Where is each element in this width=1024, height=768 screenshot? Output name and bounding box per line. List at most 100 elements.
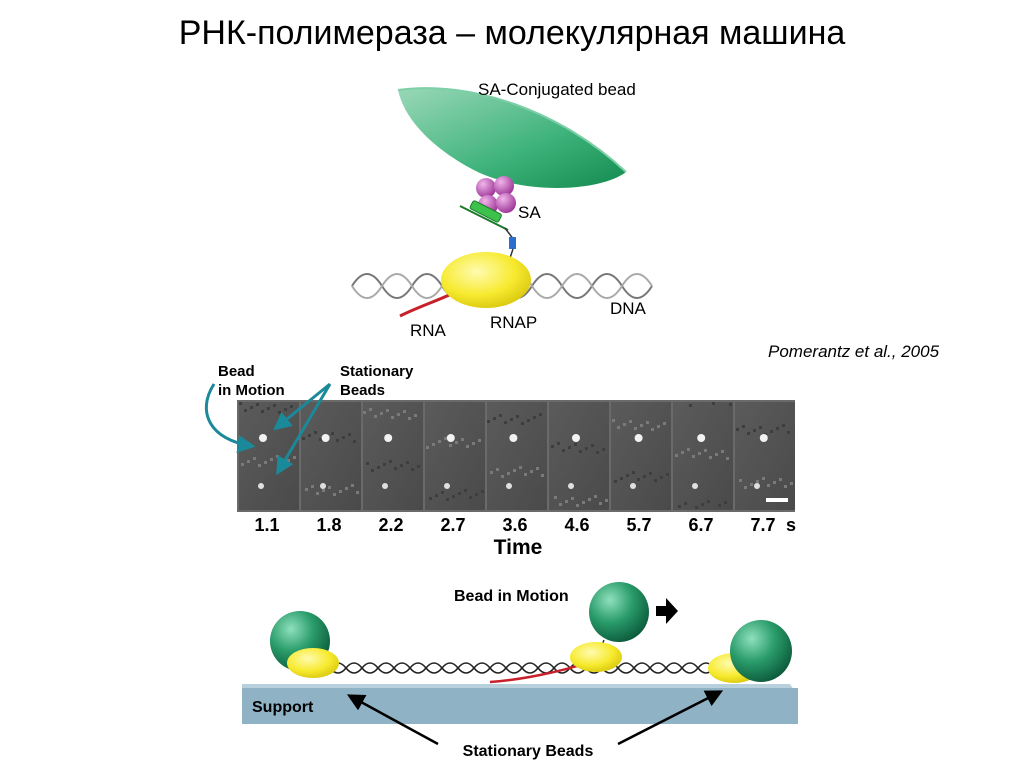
noise-speckle — [521, 422, 524, 425]
bead-spot-moving — [259, 434, 267, 442]
noise-speckle — [406, 461, 409, 464]
bead-in-motion-label: Bead in Motion — [454, 588, 569, 605]
noise-speckle — [351, 484, 354, 487]
noise-speckle — [464, 489, 467, 492]
noise-speckle — [643, 475, 646, 478]
noise-speckle — [568, 446, 571, 449]
bead-spot-stationary — [506, 483, 512, 489]
noise-speckle — [704, 449, 707, 452]
noise-speckle — [718, 504, 721, 507]
sa-label: SA — [518, 203, 541, 222]
bead-in-motion-label-line2: in Motion — [218, 382, 285, 399]
noise-speckle — [574, 443, 577, 446]
noise-speckle — [339, 490, 342, 493]
noise-speckle — [516, 415, 519, 418]
noise-speckle — [767, 484, 770, 487]
noise-speckle — [371, 469, 374, 472]
noise-speckle — [481, 490, 484, 493]
noise-speckle — [756, 480, 759, 483]
microscopy-frame — [363, 402, 423, 510]
noise-speckle — [519, 466, 522, 469]
noise-speckle — [391, 416, 394, 419]
noise-speckle — [408, 417, 411, 420]
noise-speckle — [403, 410, 406, 413]
bottom-diagram: Support Bead in Motion Stationary Beads — [242, 582, 798, 760]
noise-speckle — [386, 409, 389, 412]
noise-speckle — [258, 464, 261, 467]
noise-speckle — [579, 450, 582, 453]
noise-speckle — [305, 488, 308, 491]
noise-speckle — [261, 410, 264, 413]
noise-speckle — [541, 474, 544, 477]
stationary-label-line2: Beads — [340, 382, 385, 399]
noise-speckle — [348, 433, 351, 436]
noise-speckle — [438, 440, 441, 443]
noise-speckle — [276, 455, 279, 458]
noise-speckle — [287, 459, 290, 462]
bead-spot-moving — [509, 434, 518, 442]
bead-spot-moving — [572, 434, 580, 442]
noise-speckle — [314, 431, 317, 434]
noise-speckle — [594, 495, 597, 498]
noise-speckle — [452, 495, 455, 498]
rna-label: RNA — [410, 321, 447, 340]
noise-speckle — [790, 482, 793, 485]
noise-speckle — [782, 424, 785, 427]
motion-arrow — [204, 383, 256, 453]
microscopy-frame — [425, 402, 485, 510]
noise-speckle — [562, 449, 565, 452]
time-label: 3.6 — [502, 515, 527, 535]
noise-speckle — [617, 426, 620, 429]
noise-speckle — [513, 469, 516, 472]
noise-speckle — [501, 475, 504, 478]
noise-speckle — [264, 461, 267, 464]
noise-speckle — [239, 402, 242, 405]
microscopy-frame — [549, 402, 609, 510]
bead-spot-stationary — [568, 483, 574, 489]
noise-speckle — [646, 421, 649, 424]
noise-speckle — [651, 428, 654, 431]
noise-speckle — [744, 486, 747, 489]
bead-spot-stationary — [258, 483, 264, 489]
noise-speckle — [397, 413, 400, 416]
noise-speckle — [507, 472, 510, 475]
dna-label: DNA — [610, 299, 647, 318]
noise-speckle — [356, 491, 359, 494]
noise-speckle — [478, 439, 481, 442]
biotin-linker — [459, 200, 516, 259]
noise-speckle — [527, 419, 530, 422]
noise-speckle — [380, 412, 383, 415]
bead-spot-moving — [384, 434, 393, 442]
noise-speckle — [715, 453, 718, 456]
noise-speckle — [333, 493, 336, 496]
noise-speckle — [322, 489, 325, 492]
noise-speckle — [709, 456, 712, 459]
noise-speckle — [565, 500, 568, 503]
noise-speckle — [739, 479, 742, 482]
noise-speckle — [596, 451, 599, 454]
noise-speckle — [591, 444, 594, 447]
noise-speckle — [649, 472, 652, 475]
bead-spot-stationary — [754, 483, 760, 489]
noise-speckle — [273, 404, 276, 407]
time-unit: s — [786, 515, 796, 535]
noise-speckle — [762, 477, 765, 480]
noise-speckle — [284, 408, 287, 411]
noise-speckle — [712, 402, 715, 405]
direction-arrow-icon — [656, 598, 678, 624]
noise-speckle — [253, 457, 256, 460]
noise-speckle — [588, 498, 591, 501]
noise-speckle — [369, 408, 372, 411]
stationary-label-line1: Stationary — [340, 363, 414, 380]
noise-speckle — [336, 439, 339, 442]
noise-speckle — [363, 411, 366, 414]
noise-speckle — [429, 497, 432, 500]
noise-speckle — [250, 406, 253, 409]
noise-speckle — [684, 502, 687, 505]
noise-speckle — [701, 503, 704, 506]
rnap-label: RNAP — [490, 313, 537, 332]
noise-speckle — [414, 414, 417, 417]
noise-speckle — [599, 502, 602, 505]
noise-speckle — [244, 409, 247, 412]
noise-speckle — [461, 438, 464, 441]
